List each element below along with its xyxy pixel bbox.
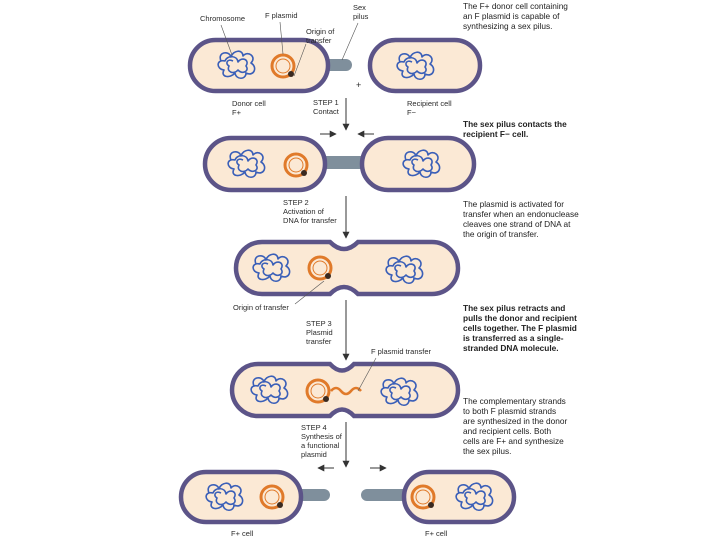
plasmid-ring <box>307 255 333 281</box>
plasmid-inner-strand <box>275 58 291 74</box>
origin-of-transfer-marker <box>277 502 283 508</box>
donor-chromosome <box>250 375 289 405</box>
f-plasmid-label: F plasmid <box>265 11 298 20</box>
sex-pilus-leader <box>341 22 359 61</box>
origin-leader-2 <box>294 280 325 305</box>
single-strand-dna <box>330 386 362 396</box>
plasmid-inner-strand <box>310 383 326 399</box>
plasmid-inner-strand <box>312 260 328 276</box>
row-3: Origin of transfer <box>233 239 461 312</box>
right-sex-pilus <box>361 489 411 501</box>
transfer-leader <box>357 357 377 392</box>
left-f-plasmid <box>259 484 285 510</box>
right-chromosome <box>455 482 494 512</box>
origin-of-transfer-label: Origin of transfer <box>306 27 336 45</box>
donor-f-plasmid <box>283 152 309 178</box>
note-1: The F+ donor cell containing an F plasmi… <box>463 1 570 31</box>
step-2-label: STEP 2 Activation of DNA for transfer <box>283 198 337 225</box>
f-plasmid-leader <box>279 21 284 55</box>
chromosome-label: Chromosome <box>200 14 245 23</box>
donor-chromosome <box>217 50 256 80</box>
origin-of-transfer-marker <box>323 396 329 402</box>
recipient-chromosome <box>402 149 441 179</box>
plasmid-ring <box>283 152 309 178</box>
step-1-label: STEP 1 Contact <box>313 98 341 116</box>
plasmid-ring <box>410 484 436 510</box>
plasmid-ring <box>270 53 296 79</box>
f-plus-cell-label-right: F+ cell <box>425 529 448 538</box>
note-4: The sex pilus retracts and pulls the don… <box>463 303 579 353</box>
plasmid-ring <box>305 378 331 404</box>
recipient-cell-label: Recipient cell F− <box>407 99 454 117</box>
plasmid-inner-strand <box>415 489 431 505</box>
left-chromosome <box>205 482 244 512</box>
row-5: F+ cell F+ cell <box>178 469 517 538</box>
recipient-chromosome <box>380 377 419 407</box>
arrows <box>317 98 387 472</box>
right-f-plasmid <box>410 484 436 510</box>
note-5: The complementary strands to both F plas… <box>463 396 570 456</box>
note-2: The sex pilus contacts the recipient F− … <box>463 119 569 139</box>
step-3-label: STEP 3 Plasmid transfer <box>306 319 335 346</box>
donor-f-plasmid <box>270 53 296 79</box>
donor-f-plasmid <box>307 255 333 281</box>
f-plus-cell-label-left: F+ cell <box>231 529 254 538</box>
origin-of-transfer-marker <box>288 71 294 77</box>
donor-f-plasmid <box>305 378 331 404</box>
recipient-chromosome <box>396 51 435 81</box>
plasmid-inner-strand <box>264 489 280 505</box>
origin-of-transfer-marker <box>325 273 331 279</box>
origin-leader <box>293 43 307 77</box>
donor-chromosome <box>252 253 291 283</box>
origin-of-transfer-marker <box>301 170 307 176</box>
origin-of-transfer-label-2: Origin of transfer <box>233 303 289 312</box>
step-labels: STEP 1 Contact STEP 2 Activation of DNA … <box>283 98 344 459</box>
donor-cell-label: Donor cell F+ <box>232 99 268 117</box>
recipient-cell <box>359 135 477 193</box>
row-4: F plasmid transfer <box>229 347 461 419</box>
row-2 <box>202 135 477 193</box>
right-f-plus-cell <box>401 469 517 525</box>
step-4-label: STEP 4 Synthesis of a functional plasmid <box>301 423 344 459</box>
plasmid-ring <box>259 484 285 510</box>
row-1: + Chromosome F plasmid Sex pilus Origin … <box>187 3 483 117</box>
f-plasmid-transfer-label: F plasmid transfer <box>371 347 432 356</box>
chromosome-leader <box>220 24 233 56</box>
sex-pilus-label: Sex pilus <box>353 3 369 21</box>
fused-cells <box>233 239 461 297</box>
recipient-chromosome <box>385 255 424 285</box>
origin-of-transfer-marker <box>428 502 434 508</box>
fused-cells <box>229 361 461 419</box>
plasmid-inner-strand <box>288 157 304 173</box>
plus-sign: + <box>356 80 361 90</box>
note-3: The plasmid is activated for transfer wh… <box>463 199 581 239</box>
notes: The F+ donor cell containing an F plasmi… <box>463 1 581 456</box>
donor-chromosome <box>227 149 266 179</box>
donor-cell <box>187 37 331 94</box>
